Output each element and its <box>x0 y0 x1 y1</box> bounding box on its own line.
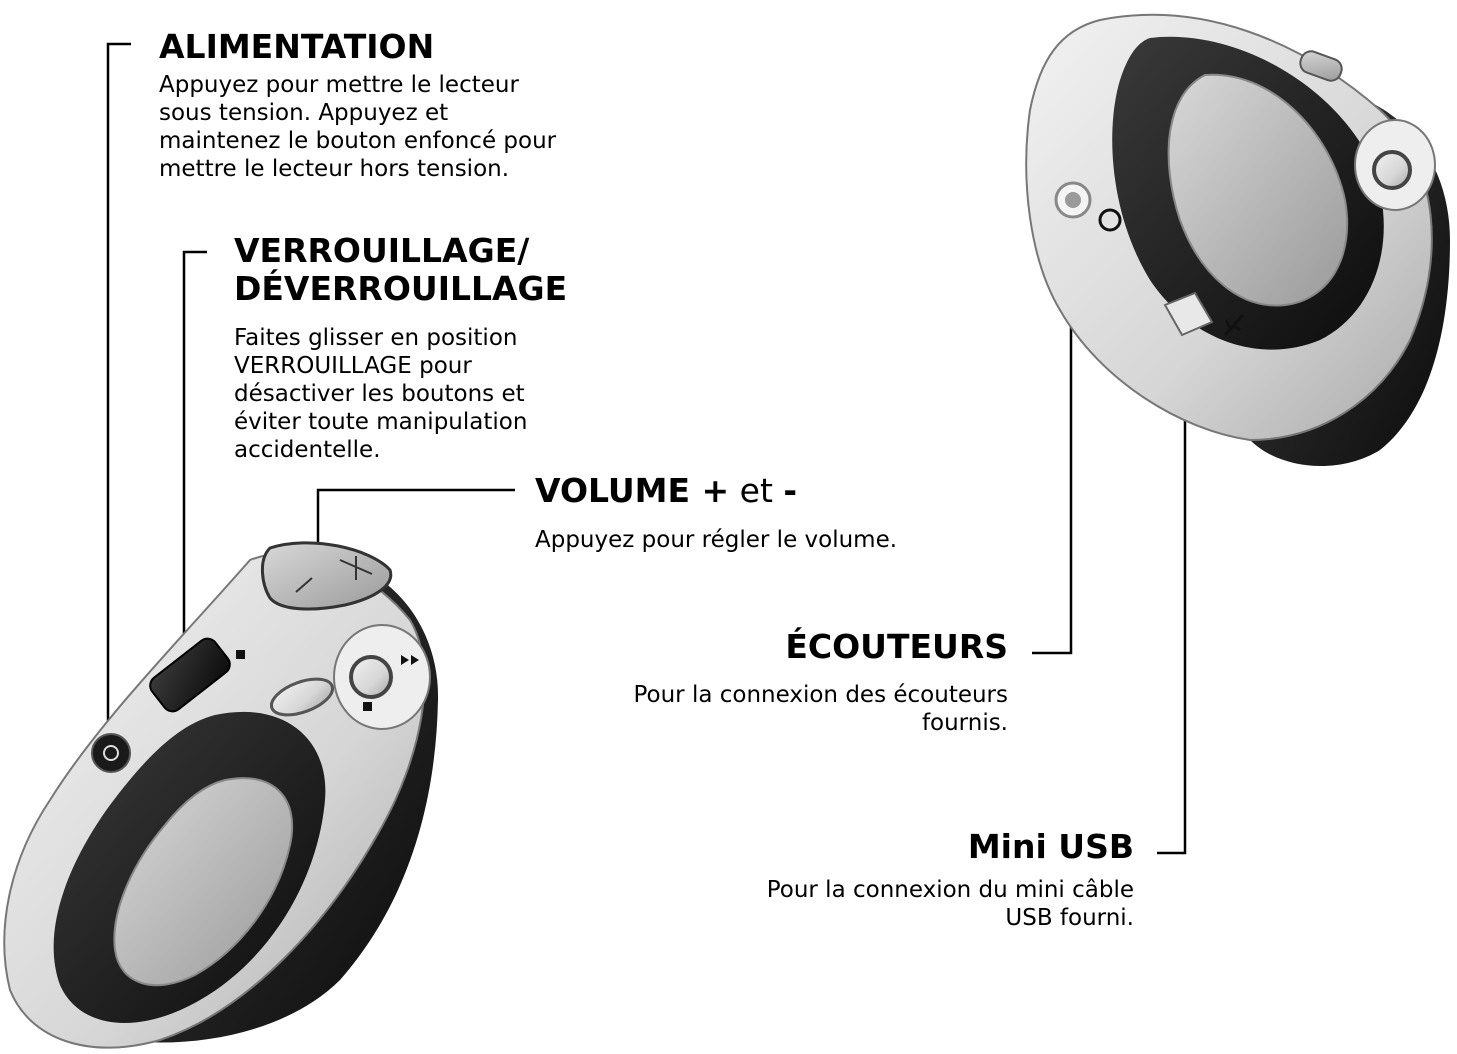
usb-line-1: Pour la connexion du mini câble <box>766 877 1134 903</box>
power-line-1: Appuyez pour mettre le lecteur <box>159 72 519 98</box>
power-leader <box>106 42 131 748</box>
usb-title: Mini USB <box>967 827 1134 866</box>
player-top-view <box>3 541 439 1049</box>
headphone-symbol <box>1098 208 1122 232</box>
usb-leader <box>1157 330 1187 855</box>
lock-slider <box>149 637 231 713</box>
power-line-4: mettre le lecteur hors tension. <box>159 156 510 182</box>
volume-title-minus: - <box>783 471 798 510</box>
power-line-2: sous tension. Appuyez et <box>159 100 449 126</box>
lock-description: Faites glisser en position VERROUILLAGE … <box>234 324 527 464</box>
lock-symbol <box>236 650 245 659</box>
volume-description: Appuyez pour régler le volume. <box>535 526 897 554</box>
player-bottom-view <box>1025 13 1450 467</box>
play-button <box>349 655 393 699</box>
power-description: Appuyez pour mettre le lecteur sous tens… <box>159 71 556 183</box>
leader-lines <box>106 42 1187 855</box>
lock-leader <box>182 250 207 660</box>
lock-title-line-2: DÉVERROUILLAGE <box>234 269 568 308</box>
usb-port <box>1163 291 1214 337</box>
headphones-line-2: fournis. <box>921 710 1008 736</box>
headphones-description: Pour la connexion des écouteurs fournis. <box>633 681 1008 737</box>
headphones-line-1: Pour la connexion des écouteurs <box>633 682 1008 708</box>
volume-title-et: et <box>729 471 784 510</box>
lock-title-line-1: VERROUILLAGE/ <box>234 231 530 270</box>
volume-title-main: VOLUME + <box>535 471 730 510</box>
power-button <box>91 733 131 773</box>
headphones-title: ÉCOUTEURS <box>785 627 1008 666</box>
usb-line-2: USB fourni. <box>1005 905 1134 931</box>
menu-button <box>269 677 335 717</box>
lock-line-2: VERROUILLAGE pour <box>234 353 472 379</box>
screen-right <box>1167 73 1349 307</box>
lock-line-5: accidentelle. <box>234 437 381 463</box>
volume-title: VOLUME + et - <box>535 472 797 510</box>
power-title: ALIMENTATION <box>159 27 435 66</box>
power-line-3: maintenez le bouton enfoncé pour <box>159 128 557 154</box>
lock-line-4: éviter toute manipulation <box>234 409 528 435</box>
usb-symbol <box>1223 313 1245 337</box>
volume-line-1: Appuyez pour régler le volume. <box>535 527 898 553</box>
top-button-right <box>1299 50 1343 82</box>
usb-description: Pour la connexion du mini câble USB four… <box>767 876 1134 932</box>
volume-rocker <box>261 541 393 611</box>
lock-line-3: désactiver les boutons et <box>234 381 525 407</box>
screen <box>113 777 294 987</box>
lock-line-1: Faites glisser en position <box>234 325 518 351</box>
lock-title: VERROUILLAGE/ DÉVERROUILLAGE <box>234 232 567 308</box>
headphones-leader <box>1032 205 1073 655</box>
